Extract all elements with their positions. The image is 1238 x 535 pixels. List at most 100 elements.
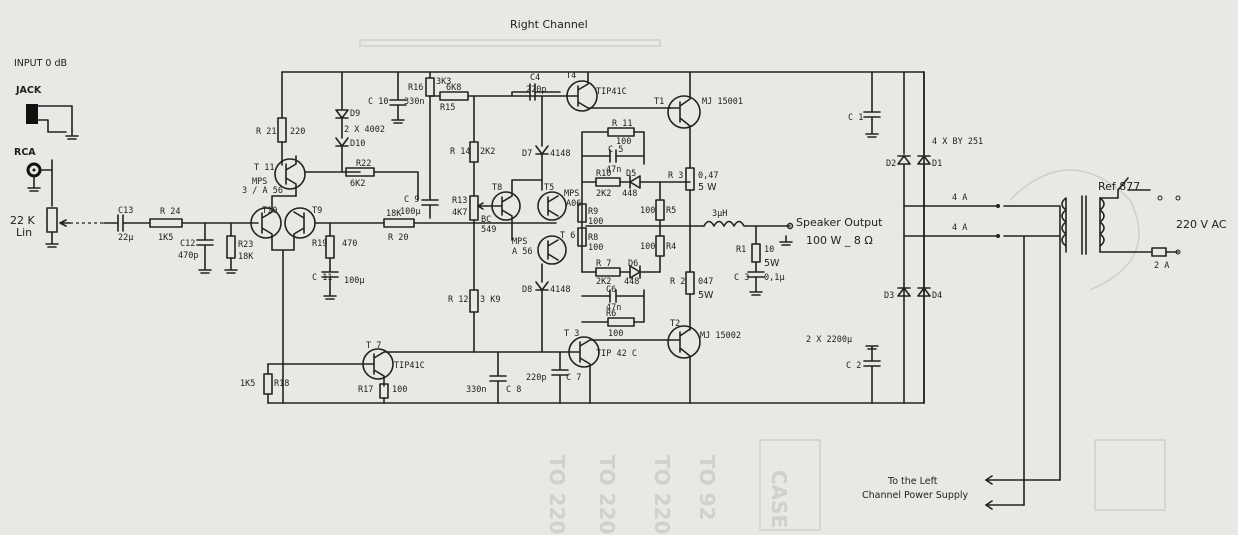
r15-value: 6K8 [446,83,461,93]
jack-label: JACK [15,85,42,96]
r7-label: R 7 [596,259,611,269]
r1 [751,243,761,263]
t10-label: T10 [262,206,277,216]
schematic-title: Right Channel [510,18,588,31]
t5-transistor-icon [537,191,567,221]
r9-label: R9 [588,207,598,217]
protection-networks: R 11 100 C 5 47n R10 2K2 D5 448 R 7 2K2 … [581,119,691,339]
r1-value: 10 [764,245,774,255]
r16-label: R16 [408,83,423,93]
t8-type-a: BC [481,215,491,225]
t1-transistor-icon [667,95,701,129]
mains-label: 220 V AC [1176,218,1227,231]
r13-label: R13 [452,196,467,206]
transformer-label: Ref 877 [1098,180,1140,193]
c10-value: 330n [404,97,424,107]
bridge-label: 4 X BY 251 [932,137,983,147]
d9-label: D9 [350,109,360,119]
to220-mark-a: TO 220 [650,455,674,534]
to220-mark-c: TO 220 [545,455,569,534]
r6-value: 100 [608,329,623,339]
t6-type-b: A 56 [512,247,532,257]
r14-value: 2K2 [480,147,495,157]
c5-value: 47n [606,165,621,175]
t9-label: T9 [312,206,322,216]
input-section: INPUT 0 dB JACK RCA 22 K Lin C13 22µ R 2… [10,58,259,274]
t4-label: T4 [566,71,576,81]
r15-label: R15 [440,103,455,113]
t1-value: MJ 15001 [702,97,743,107]
t11-transistor-icon [274,158,306,190]
rca-label: RCA [14,147,36,158]
mains-fuse-label: 2 A [1154,261,1169,271]
speaker-output-label: Speaker Output [796,216,883,229]
r13-trim [469,195,479,221]
volume-pot-r [46,207,58,233]
t7-value: TIP41C [394,361,425,371]
fuse2-label: 4 A [952,223,967,233]
left-supply-label-1: To the Left [887,476,938,487]
d3-label: D3 [884,291,894,301]
t5-type-a: MPS [564,189,579,199]
r1-label: R1 [736,245,746,255]
r2-watt: 5W [698,290,714,301]
speaker-output-spec: 100 W _ 8 Ω [806,234,873,247]
bias-driver-stage: R 14 2K2 R13 4K7 T8 BC 549 R 12 3 K9 T 7… [240,95,543,404]
bleed-through-marks: CASE TO 92 TO 220 TO 220 TO 220 [359,39,1166,534]
c13-value: 22µ [118,233,133,243]
speaker-ground-icon [779,235,793,246]
r12-value: 3 K9 [480,295,500,305]
r4-value: 100 [640,242,655,252]
c5-label: C 5 [608,145,623,155]
t6-transistor-icon [537,235,567,265]
t11-type-b: 3 / A 56 [242,186,283,196]
c4-label: C4 [530,73,540,83]
case-mark: CASE [767,470,791,528]
pre-driver-stage: C4 220p T4 TIP41C D7 4148 T5 MPS A06 R9 … [473,71,671,404]
pot-taper: Lin [16,226,32,239]
c3-label: C 3 [734,273,749,283]
r10 [595,177,621,187]
r3-label: R 3 [668,171,683,181]
r6-label: R6 [606,309,616,319]
r15 [439,91,469,101]
c9-value: 100µ [400,207,420,217]
t1-label: T1 [654,97,664,107]
r20-label: R 20 [388,233,408,243]
r22-value: 6K2 [350,179,365,189]
r3-value: 0,47 [698,171,718,181]
r14-label: R 14 [450,147,470,157]
t8-type-b: 549 [481,225,496,235]
t11-label: T 11 [254,163,274,173]
r11 [607,127,635,137]
r6 [607,317,635,327]
r23-value: 18K [238,252,254,262]
r7-value: 2K2 [596,277,611,287]
r5 [655,199,665,221]
r1-watt: 5W [764,258,780,269]
c7-label: C 7 [566,373,581,383]
t2-value: MJ 15002 [700,331,741,341]
r14 [469,141,479,163]
r20-value: 18K [386,209,402,219]
r10-label: R10 [596,169,611,179]
r23-label: R23 [238,240,253,250]
t4-value: TIP41C [596,87,627,97]
t3-label: T 3 [564,329,579,339]
c2-label: C 2 [846,361,861,371]
c10-label: C 10 [368,97,388,107]
mains-fuse [1151,247,1167,257]
r3-watt: 5 W [698,182,717,193]
r10-value: 2K2 [596,189,611,199]
r4-label: R4 [666,242,676,252]
d5-value: 448 [622,189,637,199]
fuse1-label: 4 A [952,193,967,203]
c6-value: 47n [606,303,621,313]
c12-value: 470p [178,251,198,261]
t3-value: TIP 42 C [596,349,637,359]
r11-label: R 11 [612,119,632,129]
left-supply-label-2: Channel Power Supply [862,490,969,501]
r8-value: 100 [588,243,603,253]
